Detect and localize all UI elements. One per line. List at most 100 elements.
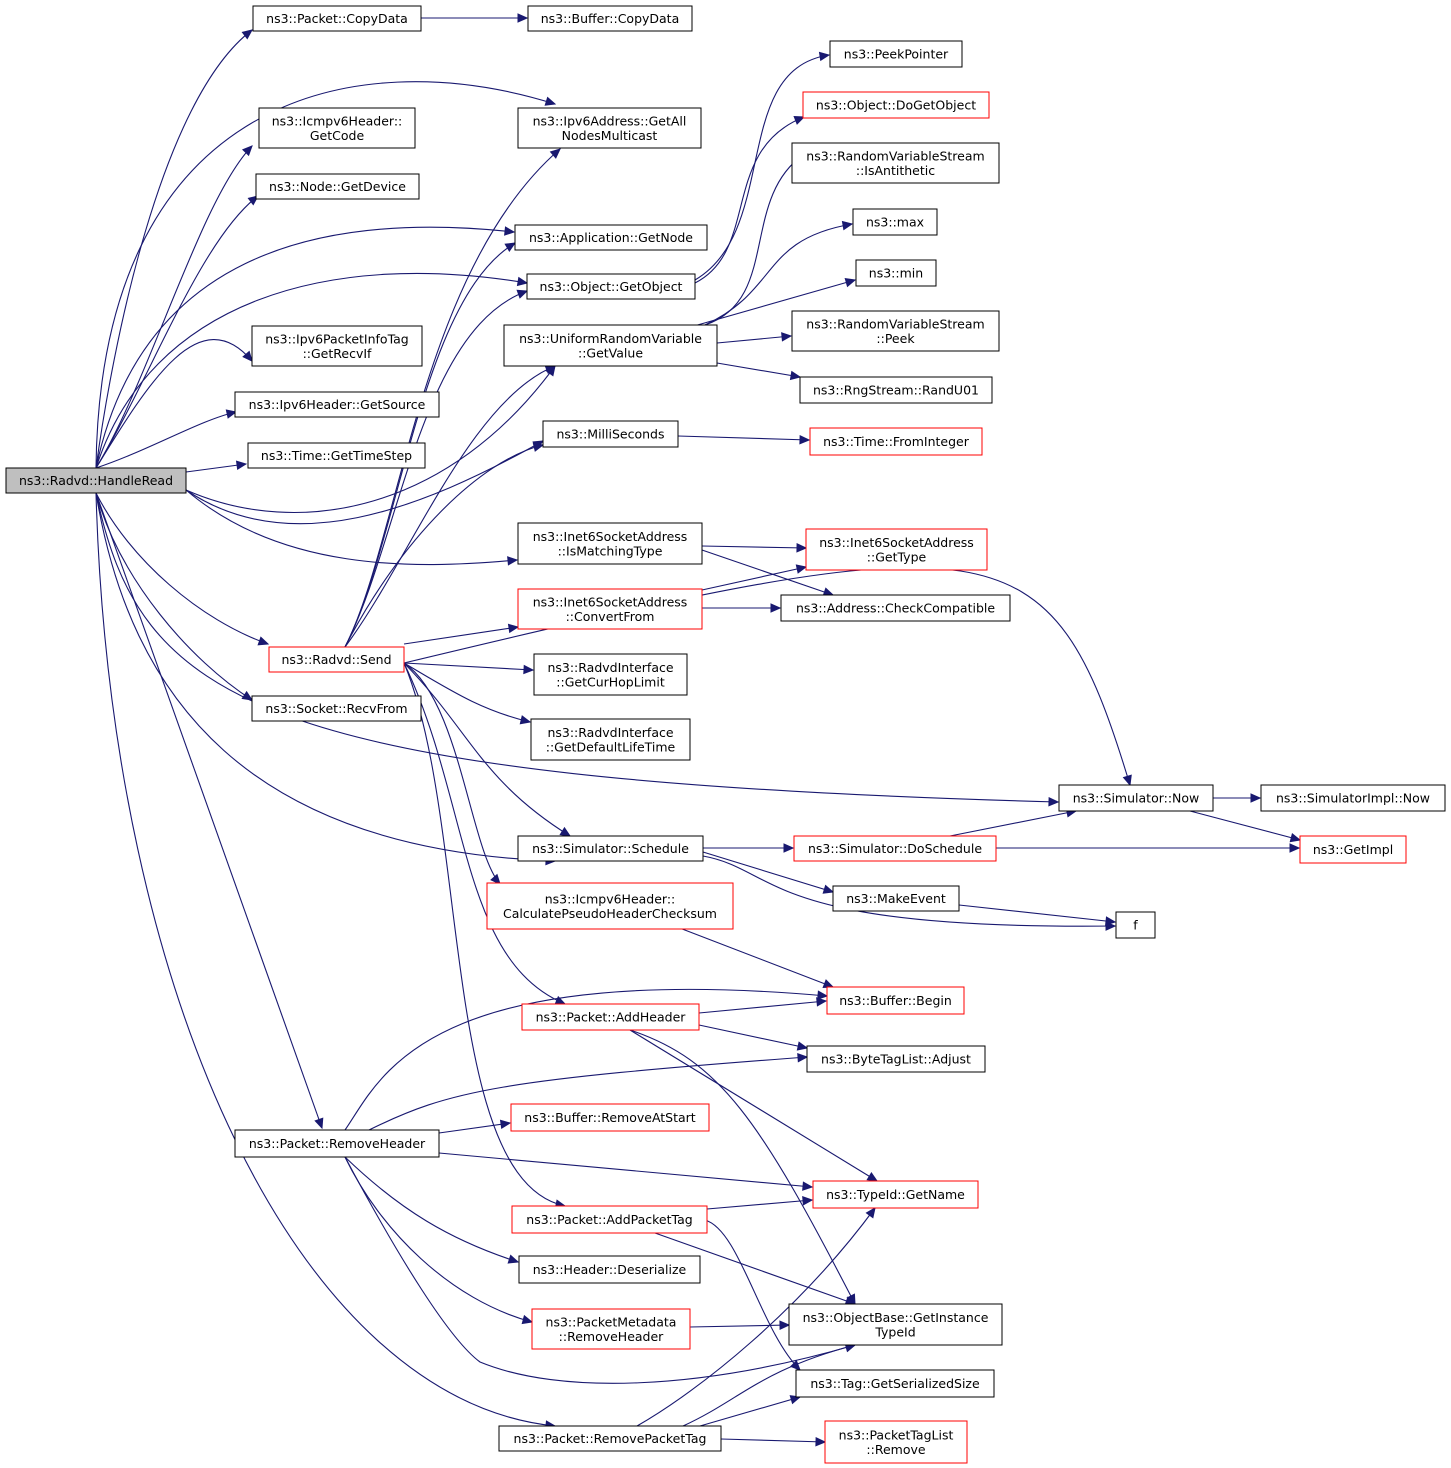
call-edge	[95, 409, 238, 469]
node-box	[251, 325, 423, 367]
node-getcode[interactable]: ns3::Icmpv6Header::GetCode	[258, 107, 416, 149]
node-label: ns3::RngStream::RandU01	[813, 383, 979, 398]
call-edge	[699, 1395, 802, 1427]
node-send[interactable]: ns3::Radvd::Send	[268, 646, 405, 673]
node-deserialize[interactable]: ns3::Header::Deserialize	[518, 1255, 701, 1284]
node-milliseconds[interactable]: ns3::MilliSeconds	[542, 420, 679, 448]
node-box	[809, 427, 983, 456]
node-gettimestep[interactable]: ns3::Time::GetTimeStep	[247, 442, 426, 469]
node-getvalue[interactable]: ns3::UniformRandomVariable::GetValue	[503, 324, 718, 367]
node-box	[517, 107, 702, 149]
node-label: ::IsMatchingType	[558, 543, 663, 558]
node-doschedule[interactable]: ns3::Simulator::DoSchedule	[793, 835, 997, 862]
node-adjust[interactable]: ns3::ByteTagList::Adjust	[806, 1045, 986, 1073]
node-getcurhoplimit[interactable]: ns3::RadvdInterface::GetCurHopLimit	[533, 653, 688, 696]
arrowhead	[517, 13, 529, 23]
node-removeheader[interactable]: ns3::Packet::RemoveHeader	[234, 1129, 440, 1158]
node-addpackettag[interactable]: ns3::Packet::AddPacketTag	[511, 1205, 708, 1234]
arrowhead	[802, 1181, 814, 1191]
node-getserializedsize[interactable]: ns3::Tag::GetSerializedSize	[795, 1369, 995, 1398]
node-getdevice[interactable]: ns3::Node::GetDevice	[255, 173, 420, 200]
node-calcchecksum[interactable]: ns3::Icmpv6Header::CalculatePseudoHeader…	[486, 882, 734, 930]
call-edge	[95, 339, 253, 469]
call-edge	[95, 272, 529, 469]
call-edge	[996, 843, 1301, 853]
node-label: ::IsAntithetic	[856, 163, 935, 178]
node-label: ns3::Packet::AddPacketTag	[526, 1212, 692, 1227]
node-buffer-copydata[interactable]: ns3::Buffer::CopyData	[527, 5, 693, 32]
node-randu01[interactable]: ns3::RngStream::RandU01	[799, 376, 993, 404]
node-box	[855, 259, 937, 287]
node-box	[527, 5, 693, 32]
node-getimpl[interactable]: ns3::GetImpl	[1299, 835, 1407, 864]
node-label: ns3::PacketMetadata	[546, 1314, 677, 1329]
node-typeid-getname[interactable]: ns3::TypeId::GetName	[812, 1180, 979, 1209]
node-makeevent[interactable]: ns3::MakeEvent	[832, 885, 960, 912]
node-addheader[interactable]: ns3::Packet::AddHeader	[521, 1003, 700, 1031]
node-label: ns3::Simulator::Now	[1073, 791, 1200, 806]
node-peek[interactable]: ns3::RandomVariableStream::Peek	[791, 310, 1000, 352]
node-max[interactable]: ns3::max	[852, 208, 938, 236]
node-label: ::GetDefaultLifeTime	[546, 739, 676, 754]
node-getsource[interactable]: ns3::Ipv6Header::GetSource	[234, 391, 440, 418]
node-label: ::GetType	[867, 549, 927, 564]
node-meta-removeheader[interactable]: ns3::PacketMetadata::RemoveHeader	[531, 1308, 691, 1350]
node-getobject[interactable]: ns3::Object::GetObject	[526, 273, 696, 300]
arrowhead	[799, 434, 811, 445]
node-convertfrom[interactable]: ns3::Inet6SocketAddress::ConvertFrom	[517, 588, 703, 630]
node-frominteger[interactable]: ns3::Time::FromInteger	[809, 427, 983, 456]
node-label: ns3::SimulatorImpl::Now	[1276, 791, 1430, 806]
node-removeatstart[interactable]: ns3::Buffer::RemoveAtStart	[510, 1103, 710, 1132]
arrowhead	[544, 96, 557, 106]
node-label: ::ConvertFrom	[566, 609, 655, 624]
node-taglist-remove[interactable]: ns3::PacketTagList::Remove	[824, 1420, 968, 1464]
call-edge	[689, 1320, 791, 1330]
node-inet6-gettype[interactable]: ns3::Inet6SocketAddress::GetType	[805, 528, 988, 571]
call-edge	[185, 489, 519, 566]
arrowhead	[816, 997, 828, 1007]
node-box	[503, 324, 718, 367]
node-box	[517, 522, 703, 565]
node-label: ns3::Application::GetNode	[529, 230, 693, 245]
arrowhead	[257, 636, 270, 646]
arrowhead	[521, 1314, 534, 1325]
node-isantithetic[interactable]: ns3::RandomVariableStream::IsAntithetic	[791, 142, 1000, 184]
call-edge	[95, 492, 254, 701]
node-dogetobject[interactable]: ns3::Object::DoGetObject	[802, 91, 990, 119]
call-edge	[403, 566, 1132, 787]
node-label: ns3::Ipv6Address::GetAll	[533, 113, 687, 128]
call-edge	[702, 603, 782, 613]
node-schedule[interactable]: ns3::Simulator::Schedule	[517, 835, 704, 862]
node-handleread[interactable]: ns3::Radvd::HandleRead	[5, 467, 187, 494]
node-label: ns3::Inet6SocketAddress	[533, 594, 688, 609]
node-checkcompatible[interactable]: ns3::Address::CheckCompatible	[780, 594, 1011, 622]
node-copydata[interactable]: ns3::Packet::CopyData	[252, 5, 422, 32]
arrowhead	[865, 1207, 876, 1219]
node-box	[247, 442, 426, 469]
call-edge	[677, 434, 811, 445]
node-min[interactable]: ns3::min	[855, 259, 937, 287]
node-ismatchingtype[interactable]: ns3::Inet6SocketAddress::IsMatchingType	[517, 522, 703, 565]
call-edge	[403, 662, 535, 675]
node-recvfrom[interactable]: ns3::Socket::RecvFrom	[251, 695, 422, 722]
node-label: ns3::Packet::RemoveHeader	[249, 1136, 426, 1151]
node-app-getnode[interactable]: ns3::Application::GetNode	[514, 224, 708, 251]
node-label: ns3::Simulator::Schedule	[532, 841, 689, 856]
node-label: NodesMulticast	[562, 128, 658, 143]
node-removepackettag[interactable]: ns3::Packet::RemovePacketTag	[498, 1425, 722, 1452]
node-getrecvif[interactable]: ns3::Ipv6PacketInfoTag::GetRecvIf	[251, 325, 423, 367]
arrowhead	[795, 564, 808, 574]
arrowhead	[1289, 832, 1302, 843]
node-now[interactable]: ns3::Simulator::Now	[1058, 784, 1214, 812]
node-f[interactable]: f	[1115, 911, 1156, 939]
node-buffer-begin[interactable]: ns3::Buffer::Begin	[826, 986, 965, 1015]
node-label: ns3::RadvdInterface	[547, 660, 673, 675]
node-peekpointer[interactable]: ns3::PeekPointer	[829, 40, 963, 68]
node-box	[1115, 911, 1156, 939]
node-getdefaultlifetime[interactable]: ns3::RadvdInterface::GetDefaultLifeTime	[530, 718, 691, 761]
call-edge	[421, 13, 529, 23]
call-edge	[949, 808, 1078, 837]
node-simimpl-now[interactable]: ns3::SimulatorImpl::Now	[1260, 784, 1446, 812]
